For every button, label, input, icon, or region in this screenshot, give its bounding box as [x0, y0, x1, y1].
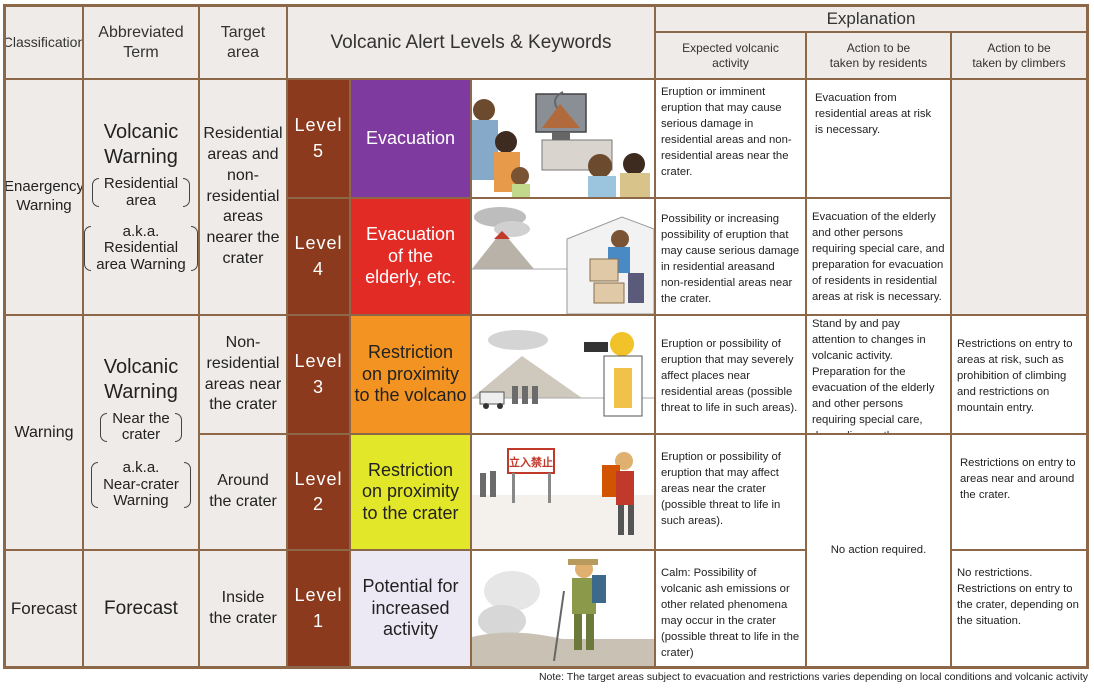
illustration-level-1: [472, 551, 654, 666]
residents-level-5: Evacuation from residential areas at ris…: [807, 80, 950, 197]
residents-level-3: Stand by and pay attention to changes in…: [807, 316, 950, 433]
residents-no-action: No action required.: [807, 435, 950, 666]
illustration-level-5: [472, 80, 654, 197]
climbers-level-1: No restrictions. Restrictions on entry t…: [952, 551, 1086, 666]
illustration-level-4: [472, 199, 654, 314]
header-classification: Classification: [6, 7, 82, 78]
expected-level-2: Eruption or possibility of eruption that…: [656, 435, 805, 549]
expected-level-3: Eruption or possibility of eruption that…: [656, 316, 805, 433]
classification-forecast: Forecast: [6, 551, 82, 666]
classification-warning: Warning: [6, 316, 82, 549]
sign-text: 立入禁止: [509, 455, 553, 469]
header-explanation: Explanation: [656, 7, 1086, 31]
expected-level-5: Eruption or imminent eruption that may c…: [656, 80, 805, 197]
keyword-evacuation: Evacuation: [351, 80, 470, 197]
illustration-level-3: [472, 316, 654, 433]
illustration-level-2: 立入禁止: [472, 435, 654, 549]
residents-level-4: Evacuation of the elderly and other pers…: [807, 199, 950, 314]
footnote: Note: The target areas subject to evacua…: [538, 671, 1088, 683]
abbreviated-forecast: Forecast: [84, 551, 198, 666]
expected-level-4: Possibility or increasing possibility of…: [656, 199, 805, 314]
header-levels-keywords: Volcanic Alert Levels & Keywords: [288, 7, 654, 78]
expected-level-1: Calm: Possibility of volcanic ash emissi…: [656, 551, 805, 666]
climbers-level-5-4: [952, 80, 1086, 314]
climbers-level-3: Restrictions on entry to areas at risk, …: [952, 316, 1086, 433]
climbers-level-2: Restrictions on entry to areas near and …: [952, 435, 1086, 549]
